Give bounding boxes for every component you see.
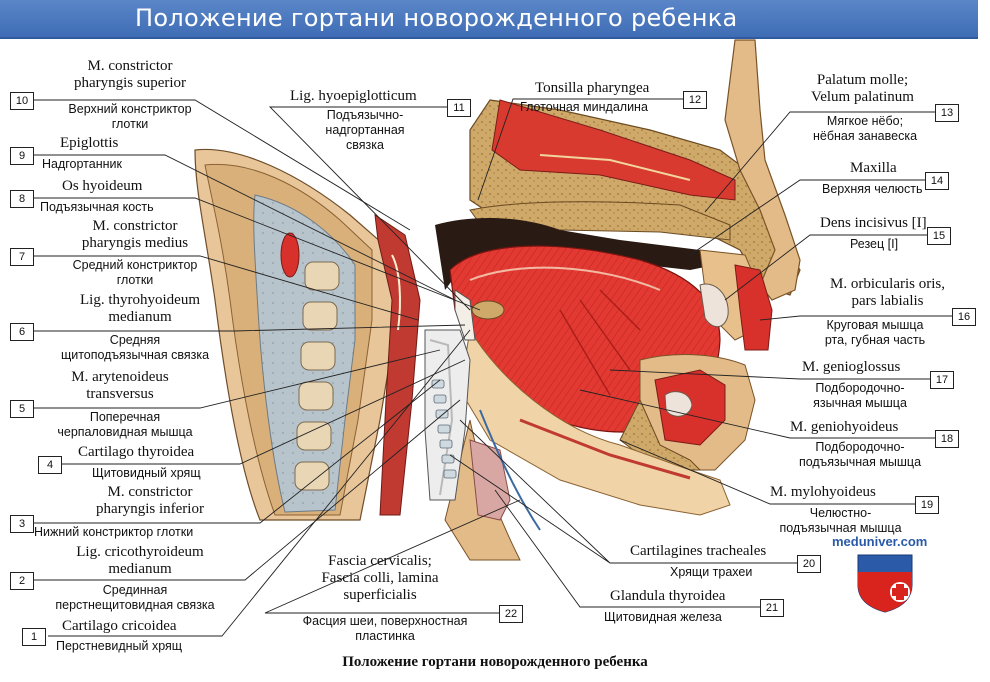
label-number: 15 <box>927 227 951 245</box>
label-number: 2 <box>10 572 34 590</box>
label-number: 13 <box>935 104 959 122</box>
label-number: 17 <box>930 371 954 389</box>
russian-label: Нижний констриктор глотки <box>34 525 194 539</box>
label-number: 22 <box>499 605 523 623</box>
label-number: 18 <box>935 430 959 448</box>
label-number: 9 <box>10 147 34 165</box>
site-watermark: meduniver.com <box>832 534 928 549</box>
label-number: 21 <box>760 599 784 617</box>
russian-label: Мягкое нёбо;нёбная занавеска <box>812 114 918 143</box>
label-number: 14 <box>925 172 949 190</box>
russian-label: Перстневидный хрящ <box>56 639 183 653</box>
russian-label: Резец [I] <box>850 237 899 251</box>
russian-label: Щитовидная железа <box>604 610 722 624</box>
label-number: 1 <box>22 628 46 646</box>
russian-label: Надгортанник <box>42 157 122 171</box>
russian-label: Подбородочно-язычная мышца <box>813 381 907 410</box>
label-number: 11 <box>447 99 471 117</box>
russian-label: Глоточная миндалина <box>520 100 648 114</box>
russian-label: Щитовидный хрящ <box>92 466 201 480</box>
title-banner: Положение гортани новорожденного ребенка <box>0 0 978 39</box>
russian-label: Хрящи трахеи <box>670 565 753 579</box>
label-number: 19 <box>915 496 939 514</box>
russian-label: Подъязычная кость <box>40 200 154 214</box>
label-number: 7 <box>10 248 34 266</box>
meduniver-logo <box>857 554 913 613</box>
label-number: 4 <box>38 456 62 474</box>
latin-label: Cartilagines tracheales <box>630 543 767 559</box>
latin-label: Lig. hyoepiglotticum <box>290 88 417 104</box>
russian-label: Подбородочно-подъязычная мышца <box>798 440 922 469</box>
latin-label: M. mylohyoideus <box>770 484 876 500</box>
latin-label: Tonsilla pharyngea <box>535 80 650 96</box>
figure-caption: Положение гортани новорожденного ребенка <box>342 654 648 670</box>
latin-label: M. genioglossus <box>802 359 901 375</box>
russian-label: Челюстно-подъязычная мышца <box>779 506 902 535</box>
label-number: 5 <box>10 400 34 418</box>
latin-label: M. orbicularis oris,pars labialis <box>830 276 945 309</box>
latin-label: Glandula thyroidea <box>610 588 726 604</box>
label-number: 3 <box>10 515 34 533</box>
latin-label: M. geniohyoideus <box>790 419 899 435</box>
latin-label: Cartilago thyroidea <box>78 444 195 460</box>
latin-label: Dens incisivus [I] <box>820 215 927 231</box>
latin-label: Cartilago cricoidea <box>62 618 177 634</box>
label-number: 16 <box>952 308 976 326</box>
label-number: 12 <box>683 91 707 109</box>
latin-label: Os hyoideum <box>62 178 143 194</box>
page-title: Положение гортани новорожденного ребенка <box>135 4 738 32</box>
latin-label: Palatum molle;Velum palatinum <box>811 72 914 105</box>
latin-label: Epiglottis <box>60 135 119 151</box>
label-number: 8 <box>10 190 34 208</box>
label-number: 6 <box>10 323 34 341</box>
label-number: 10 <box>10 92 34 110</box>
latin-label: Maxilla <box>850 160 897 176</box>
russian-label: Верхняя челюсть <box>822 182 923 196</box>
label-number: 20 <box>797 555 821 573</box>
